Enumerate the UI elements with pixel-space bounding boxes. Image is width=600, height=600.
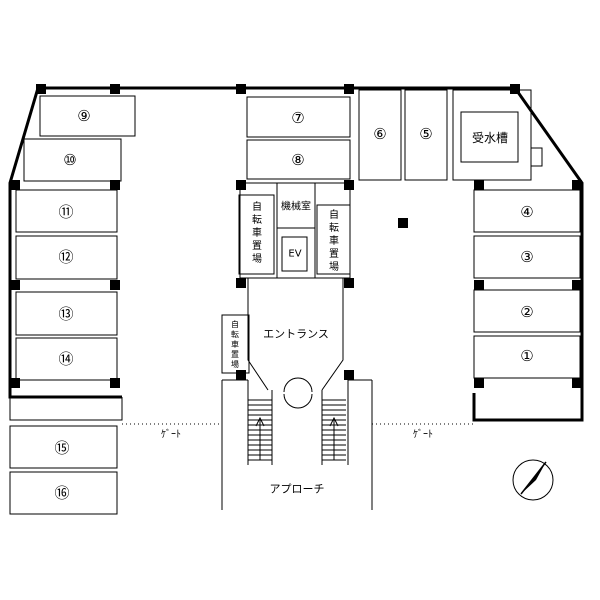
gate-label-right: ｹﾞｰﾄ [413,429,433,441]
bicycle-area-left [238,194,275,275]
svg-text:⑬: ⑬ [58,305,73,323]
parking-space-5: ⑤ [404,89,448,181]
parking-space-9: ⑨ [39,95,136,137]
parking-space-10: ⑩ [23,138,122,182]
left-lower-box [9,397,123,421]
svg-text:⑤: ⑤ [419,125,432,143]
svg-text:⑯: ⑯ [54,484,69,502]
gate-label-left: ｹﾞｰﾄ [161,429,181,441]
parking-space-8: ⑧ [246,139,351,180]
water-tank-meter [530,147,543,167]
svg-text:②: ② [520,303,533,321]
parking-space-3: ③ [473,235,581,279]
svg-text:⑨: ⑨ [77,107,90,125]
stairs-left [221,379,273,465]
entrance-walls [247,278,344,391]
approach-label: アプローチ [270,483,325,496]
parking-space-14: ⑭ [15,337,118,381]
svg-text:⑮: ⑮ [54,439,69,457]
machine-room-label: 機械室 [281,200,311,213]
bicycle-area-right [316,204,351,275]
water-tank-label: 受水槽 [472,131,508,145]
stairs-right [321,379,373,465]
svg-text:⑩: ⑩ [63,151,76,169]
bicycle-right-label: 自転車置場 [329,208,339,273]
parking-space-7: ⑦ [246,96,351,138]
parking-space-6: ⑥ [358,89,402,181]
entrance-door-icon [283,377,313,409]
svg-text:⑪: ⑪ [58,203,73,221]
parking-space-2: ② [473,289,581,333]
water-tank [460,111,519,163]
parking-space-11: ⑪ [15,189,118,233]
svg-text:⑦: ⑦ [291,109,304,127]
svg-text:④: ④ [520,203,533,221]
entrance-label: エントランス [263,328,329,341]
bicycle-left-label: 自転車置場 [252,200,262,265]
elevator-label: EV [288,249,301,260]
structural-columns [10,84,582,388]
parking-space-12: ⑫ [15,235,118,280]
parking-space-13: ⑬ [15,291,118,336]
bicycle-small-label: 自転車置場 [231,319,239,369]
approach-walls [221,465,373,510]
parking-space-1: ① [473,335,581,379]
parking-space-4: ④ [473,189,581,233]
svg-text:⑥: ⑥ [373,125,386,143]
svg-text:③: ③ [520,248,533,266]
svg-text:⑫: ⑫ [58,248,73,266]
svg-text:⑭: ⑭ [58,350,73,368]
elevator [281,236,308,272]
parking-space-16: ⑯ [9,471,118,515]
svg-text:⑧: ⑧ [291,151,304,169]
bicycle-area-small [221,314,250,374]
parking-space-15: ⑮ [9,425,118,469]
water-tank-area [452,89,532,181]
north-arrow-icon [512,459,554,501]
svg-text:①: ① [520,347,533,365]
